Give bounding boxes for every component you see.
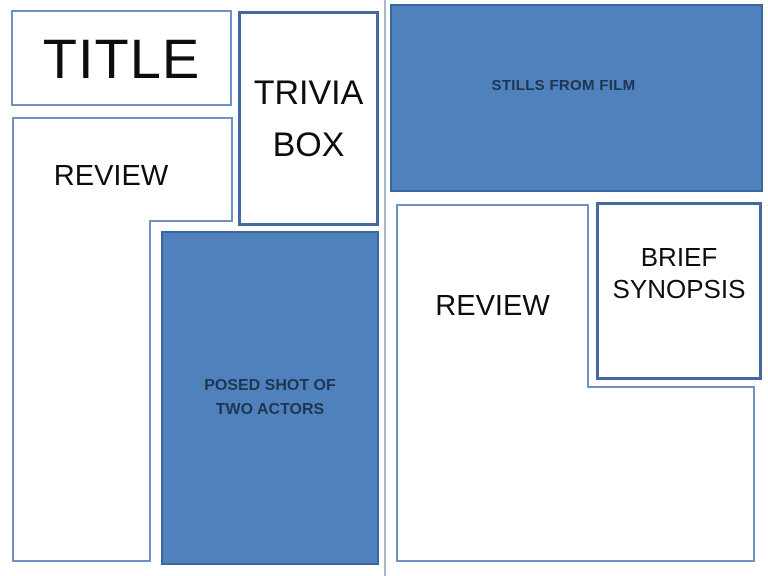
brief-synopsis-label: BRIEF SYNOPSIS (612, 242, 746, 304)
title-box: TITLE (11, 10, 232, 106)
review-right-label: REVIEW (435, 290, 550, 322)
brief-synopsis-box (596, 202, 762, 380)
trivia-box-label: TRIVIA BOX (253, 73, 364, 164)
review-right-box (396, 204, 755, 562)
posed-shot-box-label: POSED SHOT OF TWO ACTORS (204, 377, 336, 418)
review-left-box (12, 117, 233, 562)
posed-shot-box: POSED SHOT OF TWO ACTORS (161, 231, 379, 565)
review-left-label: REVIEW (53, 160, 169, 192)
page-divider-line (384, 0, 386, 576)
stills-from-film-label: STILLS FROM FILM (491, 76, 636, 94)
stills-from-film-box: STILLS FROM FILM (390, 4, 763, 192)
trivia-box: TRIVIA BOX (238, 11, 379, 226)
title-box-label: TITLE (42, 26, 201, 90)
